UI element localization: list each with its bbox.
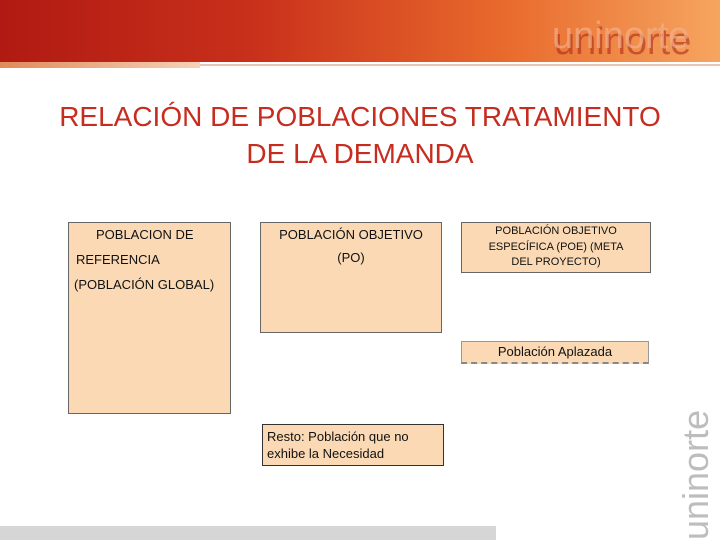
- poe-label-2: ESPECÍFICA (POE) (META: [488, 241, 624, 253]
- referencia-label-3: (POBLACIÓN GLOBAL): [74, 277, 215, 292]
- brand-logo-text: uninorte: [552, 15, 689, 57]
- objetivo-label-1: POBLACIÓN OBJETIVO: [279, 227, 423, 242]
- resto-label-1: Resto: Población que no: [267, 429, 409, 444]
- resto-poblacion-box: [262, 424, 444, 466]
- side-watermark-text: uninorte: [675, 410, 716, 540]
- footer-bar: [0, 526, 496, 540]
- brand-logo-shadow: uninorte: [554, 21, 691, 60]
- referencia-label-2: REFERENCIA: [76, 252, 160, 267]
- header-band: [0, 0, 720, 62]
- title-line-2: DE LA DEMANDA: [246, 138, 474, 169]
- poe-label-1: POBLACIÓN OBJETIVO: [495, 225, 617, 237]
- aplazada-label: Población Aplazada: [497, 344, 613, 359]
- resto-label-2: exhibe la Necesidad: [267, 446, 385, 461]
- poblacion-aplazada-box: [461, 341, 649, 364]
- title-line-1: RELACIÓN DE POBLACIONES TRATAMIENTO: [59, 101, 661, 132]
- poblacion-objetivo-box: [260, 222, 442, 333]
- referencia-label-1: POBLACION DE: [96, 227, 194, 242]
- uninorte-logo: uninorte uninorte: [552, 15, 691, 60]
- poe-label-3: DEL PROYECTO): [511, 256, 601, 268]
- uninorte-side-watermark: uninorte: [675, 410, 716, 540]
- objetivo-label-2: (PO): [337, 250, 365, 265]
- slide-title: RELACIÓN DE POBLACIONES TRATAMIENTO DE L…: [20, 98, 700, 172]
- header-divider-line: [200, 64, 720, 66]
- header-accent-line: [0, 62, 200, 68]
- poblacion-referencia-box: [68, 222, 231, 414]
- poblacion-objetivo-especifica-box: [461, 222, 651, 273]
